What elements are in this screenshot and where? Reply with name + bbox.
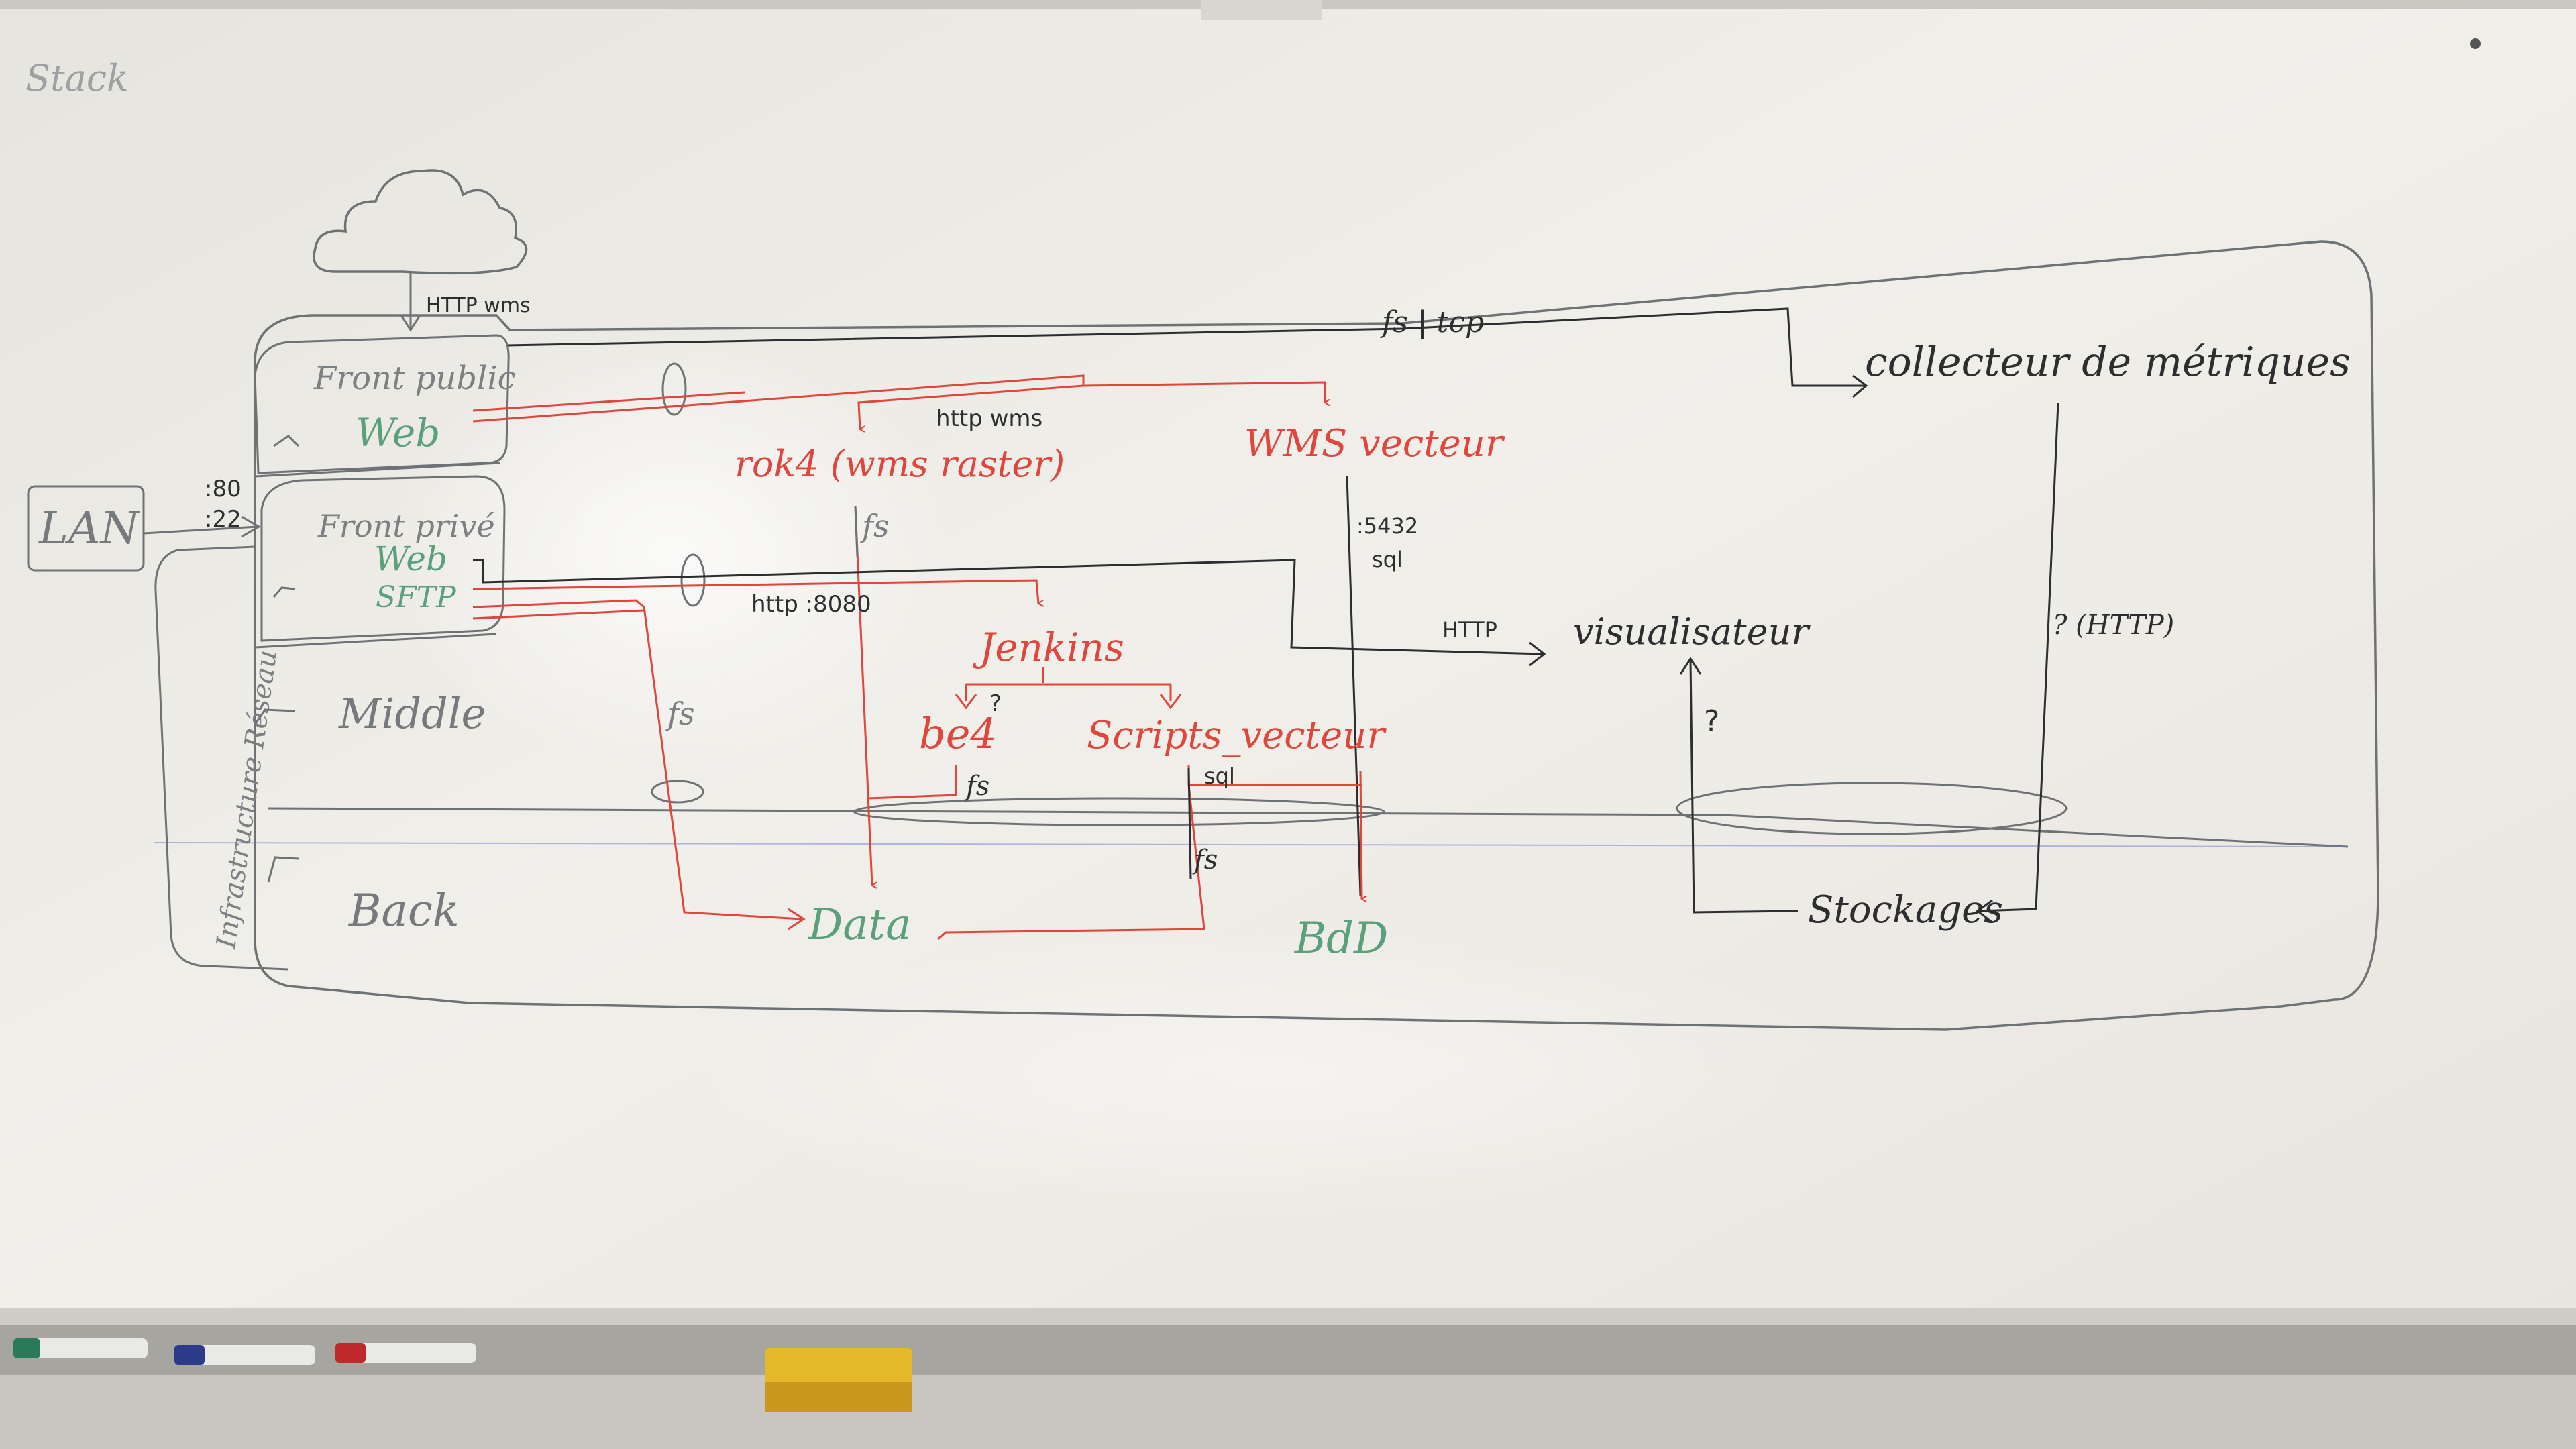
firewall-middle-2	[853, 797, 1385, 826]
visualisateur-label: visualisateur	[1573, 610, 1811, 653]
cloud-icon	[313, 169, 528, 275]
blue-marker[interactable]	[174, 1345, 315, 1365]
http-vis-label: HTTP	[1442, 617, 1497, 643]
web-prive-label: Web	[374, 539, 447, 578]
magnet	[2470, 38, 2481, 49]
front-public-box	[254, 334, 510, 474]
rok4-label: rok4 (wms raster)	[735, 443, 1065, 485]
http-8080-label: http :8080	[751, 591, 871, 618]
sql-wms-label: sql	[1372, 547, 1403, 572]
firewall-prive	[680, 553, 706, 607]
red-marker[interactable]	[335, 1343, 476, 1363]
q-http-label: ? (HTTP)	[2053, 610, 2174, 641]
firewall-storage	[1676, 782, 2068, 835]
marker-tray	[0, 1308, 2576, 1449]
infra-bracket	[154, 545, 289, 971]
fs-be4-label: fs	[964, 771, 989, 802]
data-label: Data	[808, 900, 911, 950]
q-stockage-label: ?	[1704, 704, 1719, 739]
bdd-label: BdD	[1294, 914, 1388, 963]
flow-collecteur-stockages	[1976, 402, 2059, 924]
flow-rok4-data	[854, 506, 872, 885]
sql-scripts-label: sql	[1204, 763, 1235, 789]
port-22: :22	[205, 506, 241, 533]
q-jenkins-label: ?	[989, 690, 1002, 717]
http-wms-in-label: HTTP wms	[426, 294, 531, 317]
flow-stockages-visualisateur	[1679, 657, 1799, 914]
front-prive-label: Front privé	[317, 508, 495, 544]
flow-scripts-data	[937, 784, 1205, 941]
fs-scripts-label: fs	[1192, 845, 1218, 875]
flow-wms-bdd	[1346, 476, 1362, 896]
sftp-label: SFTP	[376, 580, 457, 614]
middle-label: Middle	[338, 689, 486, 738]
firewall-public	[661, 362, 687, 416]
wms-vecteur-label: WMS vecteur	[1244, 422, 1505, 466]
front-public-label: Front public	[313, 360, 516, 397]
front-prive-box	[260, 475, 506, 642]
flow-be4-data	[868, 765, 957, 800]
lan-box	[27, 485, 145, 572]
flow-web-prive-visualisateur	[473, 559, 1546, 667]
cloud-to-front-public	[400, 272, 421, 332]
web-public-label: Web	[356, 410, 440, 455]
http-wms-label: http wms	[936, 405, 1042, 432]
be4-label: be4	[919, 709, 997, 758]
page-title: Stack	[25, 57, 129, 99]
lan-label: LAN	[38, 502, 140, 554]
stack-enclosure	[254, 240, 2379, 1031]
green-marker[interactable]	[13, 1338, 148, 1358]
flow-jenkins-split	[965, 667, 1172, 701]
back-label: Back	[348, 885, 460, 936]
flow-fs-tcp	[508, 307, 1868, 398]
fs-rok4-label: fs	[860, 508, 890, 544]
port-80: :80	[205, 476, 241, 502]
fs-sftp-label: fs	[665, 696, 695, 732]
port-5432-label: :5432	[1356, 513, 1418, 539]
collecteur-label: collecteur de métriques	[1865, 339, 2351, 386]
jenkins-label: Jenkins	[973, 625, 1124, 670]
lan-to-front-prive	[143, 515, 262, 538]
scripts-vecteur-label: Scripts_vecteur	[1087, 714, 1387, 757]
flow-web-prive-jenkins	[472, 579, 1038, 604]
fs-tcp-label: fs | tcp	[1380, 305, 1484, 339]
flow-sftp-data	[472, 599, 802, 920]
firewall-middle-1	[651, 780, 704, 804]
stockages-label: Stockages	[1808, 888, 2003, 932]
